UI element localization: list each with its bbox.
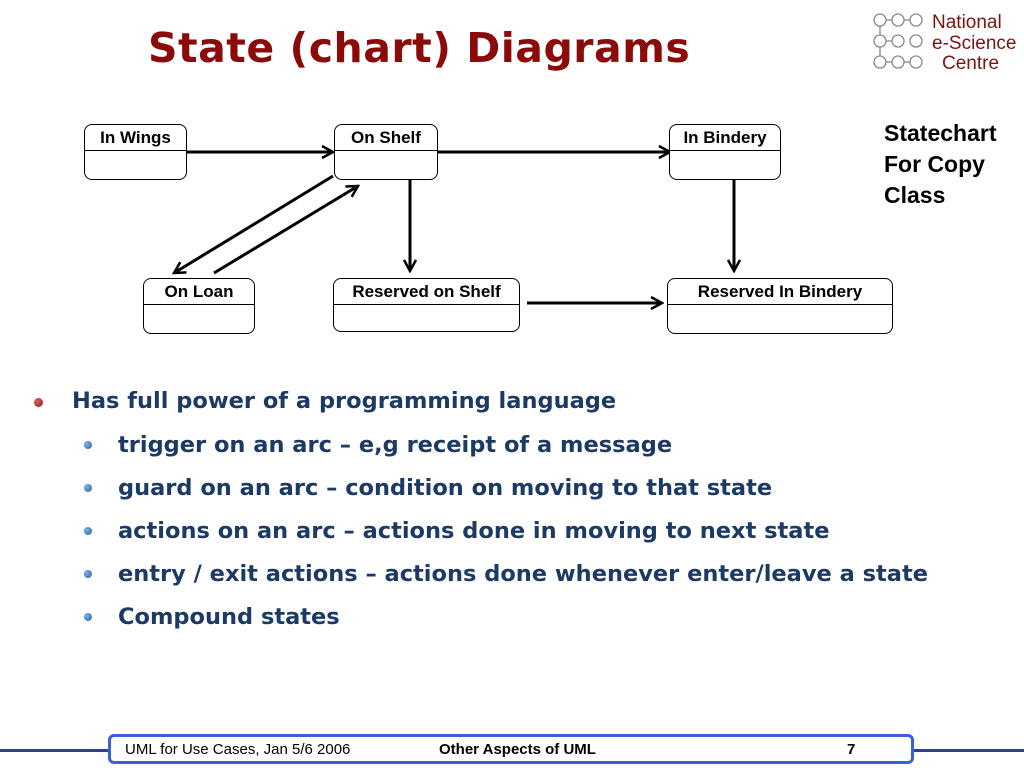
caption-line: Class <box>884 182 946 208</box>
slide-title: State (chart) Diagrams <box>148 24 691 72</box>
bullet-dot-icon <box>34 398 43 407</box>
sub-bullet-text: trigger on an arc – e,g receipt of a mes… <box>118 432 673 458</box>
sub-bullet-dot-icon <box>84 527 92 535</box>
logo-text-escience: e-Science <box>932 33 1017 54</box>
footer-section-title: Other Aspects of UML <box>439 741 596 758</box>
sub-bullet: guard on an arc – condition on moving to… <box>30 470 1000 506</box>
sub-bullet: actions on an arc – actions done in movi… <box>30 513 1000 549</box>
footer-bar: UML for Use Cases, Jan 5/6 2006 Other As… <box>108 734 914 764</box>
state-in-wings: In Wings <box>84 124 187 180</box>
sub-bullet: Compound states <box>30 599 1000 635</box>
sub-bullet: trigger on an arc – e,g receipt of a mes… <box>30 427 1000 463</box>
state-diagram-arrows <box>0 0 1024 360</box>
caption-line: Statechart <box>884 120 997 146</box>
logo-text-centre: Centre <box>942 53 1000 74</box>
bullet-text: Has full power of a programming language <box>72 388 617 414</box>
bullet-list: Has full power of a programming language… <box>30 384 1000 642</box>
state-on-loan: On Loan <box>143 278 255 334</box>
state-on-shelf: On Shelf <box>334 124 438 180</box>
sub-bullet-dot-icon <box>84 441 92 449</box>
state-in-bindery: In Bindery <box>669 124 781 180</box>
state-label: In Wings <box>85 125 186 151</box>
sub-bullet-text: guard on an arc – condition on moving to… <box>118 475 773 501</box>
footer-course-text: UML for Use Cases, Jan 5/6 2006 <box>125 741 351 758</box>
sub-bullet-dot-icon <box>84 570 92 578</box>
sub-bullet-dot-icon <box>84 484 92 492</box>
state-label: Reserved In Bindery <box>668 279 892 305</box>
state-label: In Bindery <box>670 125 780 151</box>
arrow-loan-to-shelf <box>213 186 358 275</box>
sub-bullet-text: actions on an arc – actions done in movi… <box>118 518 830 544</box>
arrow-shelf-to-loan <box>174 174 334 273</box>
footer-page-number: 7 <box>847 741 856 758</box>
state-label: On Shelf <box>335 125 437 151</box>
sub-bullet: entry / exit actions – actions done when… <box>30 556 1000 592</box>
state-label: On Loan <box>144 279 254 305</box>
sub-bullet-text: Compound states <box>118 604 340 630</box>
state-label: Reserved on Shelf <box>334 279 519 305</box>
logo-circles-icon <box>873 13 923 69</box>
state-reserved-on-shelf: Reserved on Shelf <box>333 278 520 332</box>
bullet-main: Has full power of a programming language <box>30 384 1000 418</box>
statechart-caption: Statechart For Copy Class <box>884 118 996 211</box>
caption-line: For Copy <box>884 151 985 177</box>
sub-bullet-text: entry / exit actions – actions done when… <box>118 561 928 587</box>
sub-bullet-dot-icon <box>84 613 92 621</box>
state-reserved-in-bindery: Reserved In Bindery <box>667 278 893 334</box>
logo-text-national: National <box>932 12 1002 33</box>
